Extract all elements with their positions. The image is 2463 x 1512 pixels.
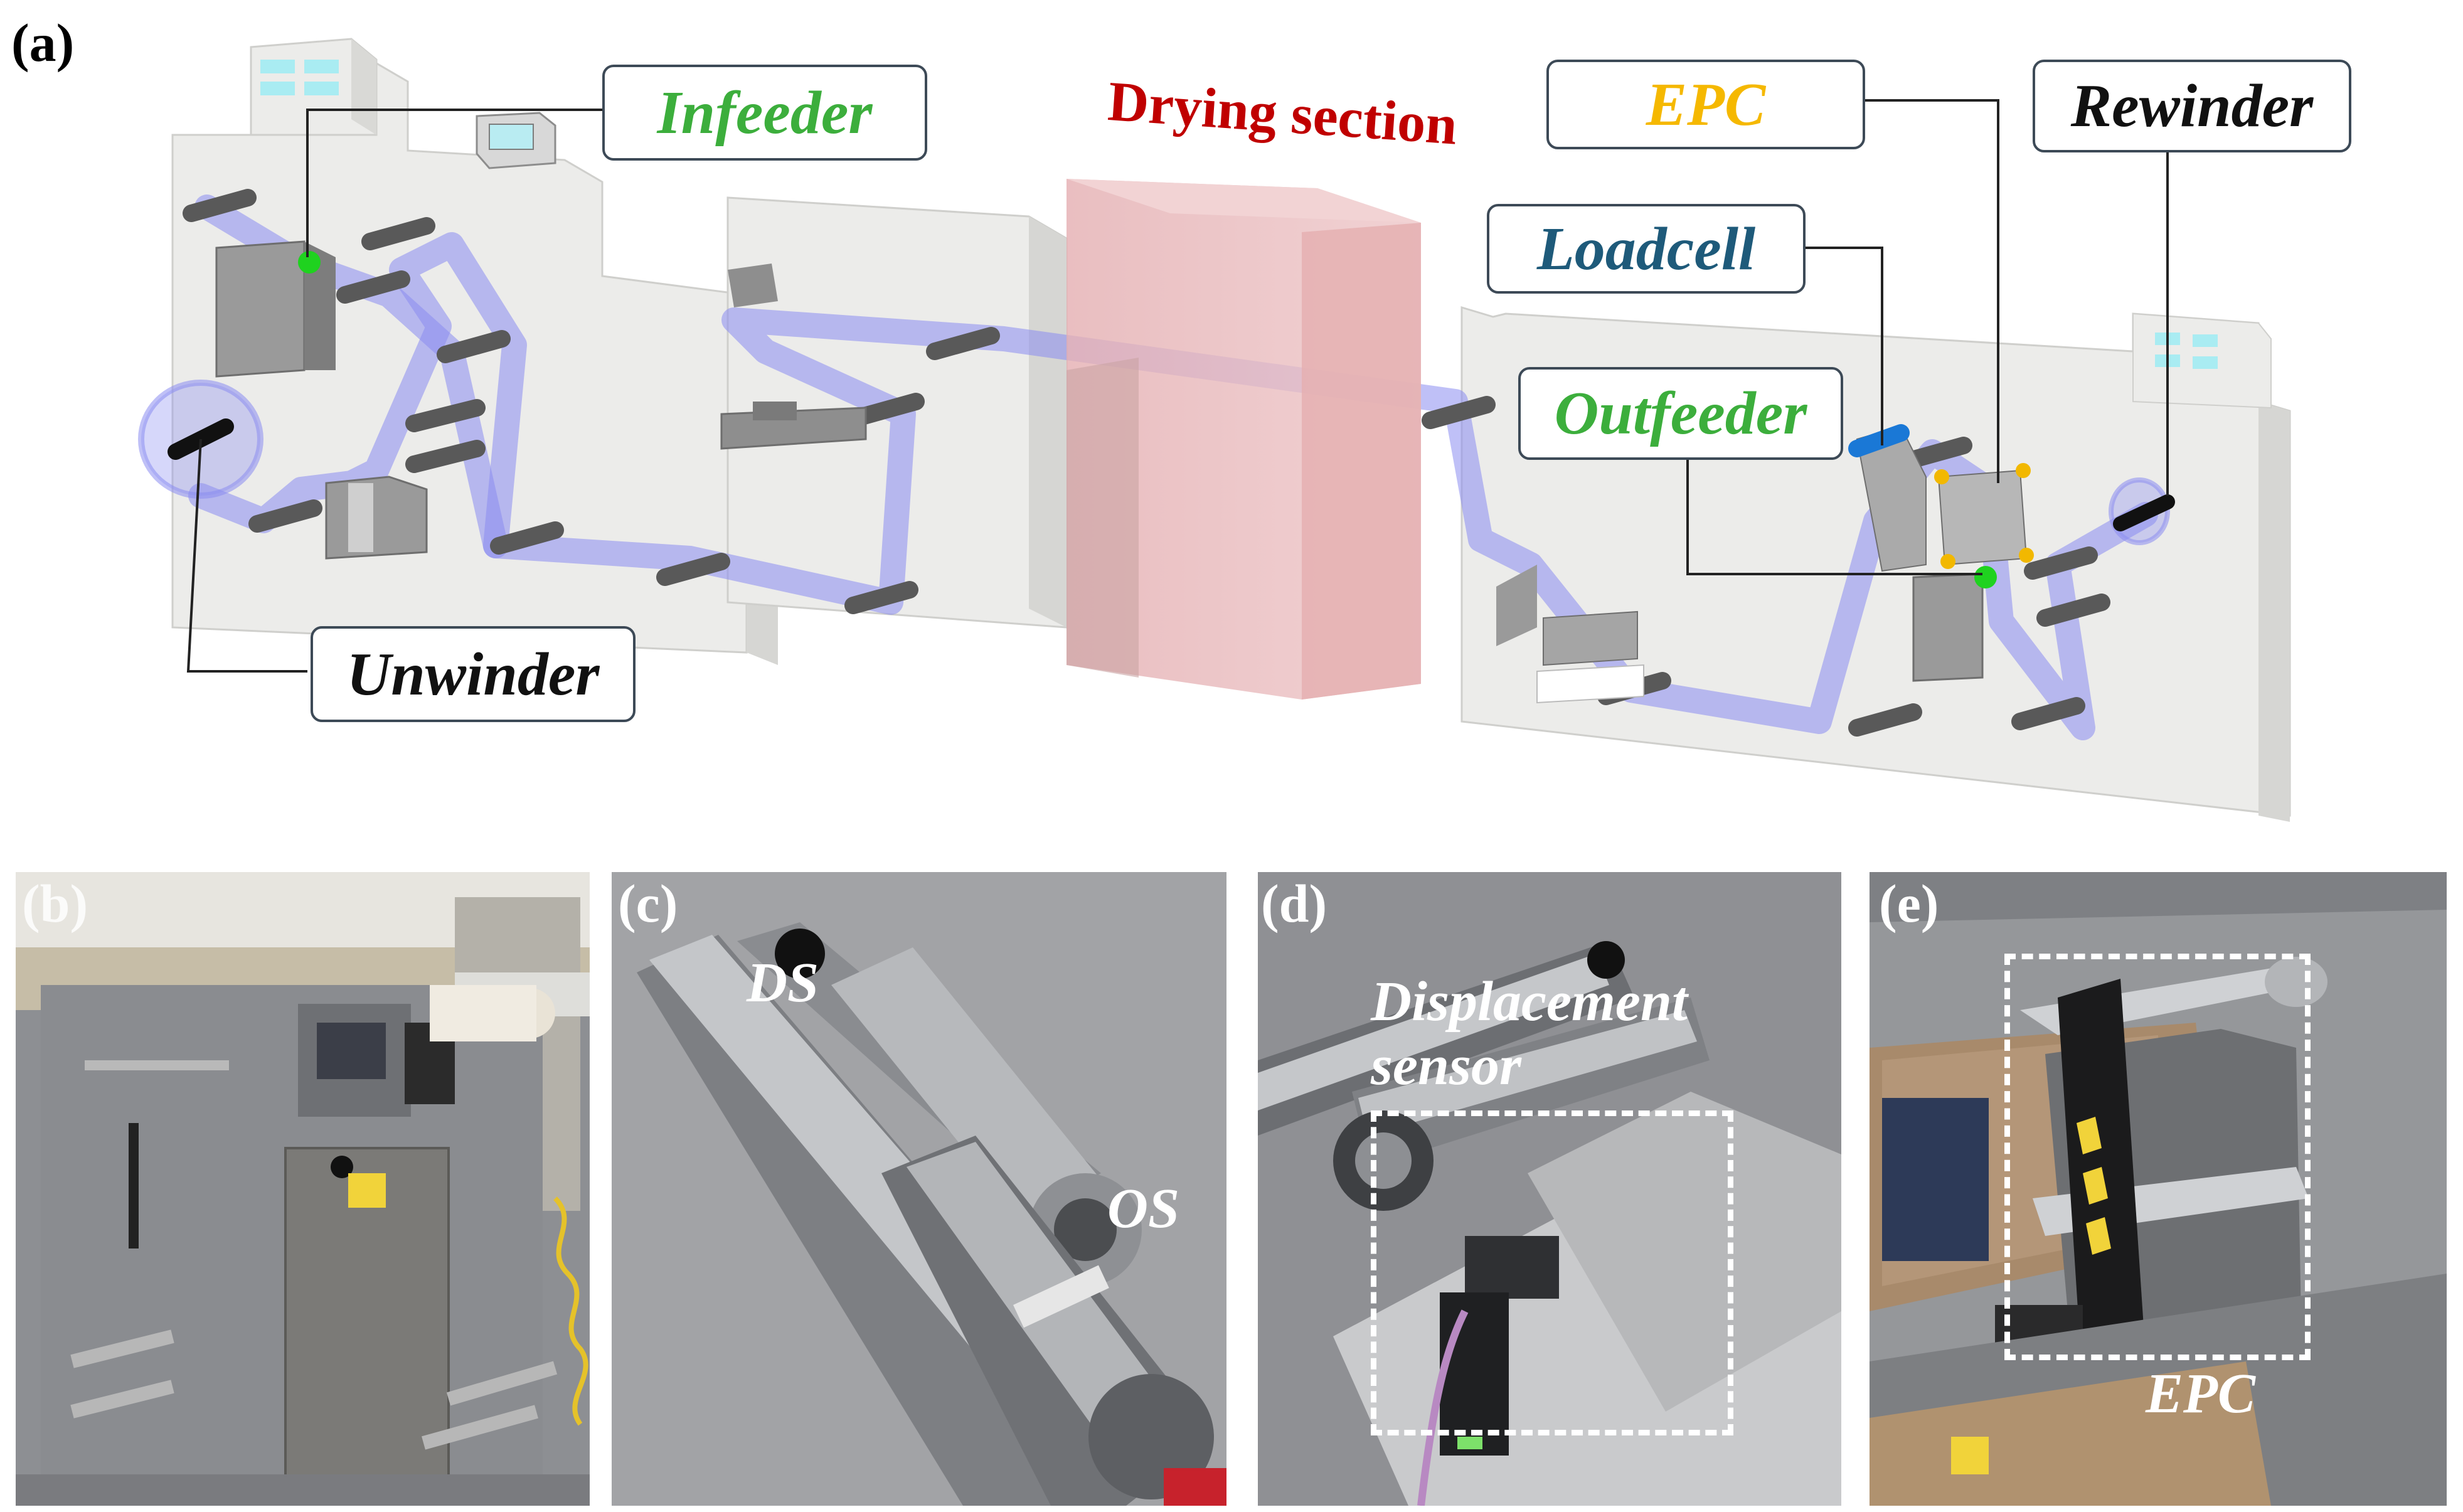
drying-box [1067,179,1421,700]
rollers [183,189,2110,737]
panel-e-letter: (e) [1879,873,1939,934]
leader-lines [186,99,2169,673]
ds-label: DS [747,952,819,1014]
rewinder-shaft [2113,494,2175,531]
roller-photo-illustration [612,872,1226,1506]
panel-a-letter: (a) [11,13,75,73]
displacement-sensor-label-line1: Displacement [1371,971,1688,1033]
displacement-sensor-label-line2: sensor [1371,1035,1522,1097]
infeeder-unit [215,240,336,378]
right-web-handling [1496,424,2034,704]
machine-photo-illustration [16,872,590,1506]
photo-b: (b) [16,872,590,1506]
infeeder-label: Infeeder [657,78,873,147]
epc-photo-illustration [1870,872,2447,1506]
epc-highlight-box [2004,954,2311,1360]
loadcell-label: Loadcell [1536,215,1756,283]
outfeeder-callout: Outfeeder [1518,367,1843,460]
panel-d-letter: (d) [1261,873,1327,934]
sensor-photo-illustration [1258,872,1841,1506]
outfeeder-label: Outfeeder [1554,380,1807,447]
loadcell-callout: Loadcell [1487,204,1806,294]
epc-label: EPC [1646,70,1766,139]
epc-photo-label: EPC [2146,1363,2256,1425]
unwinder-label: Unwinder [346,640,600,708]
control-panel-icon [476,112,556,169]
middle-sensor-unit [720,264,867,450]
photo-e: (e) EPC [1870,872,2447,1506]
panel-b-letter: (b) [22,873,88,934]
sensor-highlight-box [1371,1110,1733,1435]
os-label: OS [1107,1178,1180,1240]
lower-nip-unit [325,476,428,560]
unwinder-callout: Unwinder [311,626,636,722]
rewinder-label: Rewinder [2070,72,2314,140]
photo-d: (d) Displacement sensor [1258,872,1841,1506]
panel-c-letter: (c) [618,873,678,934]
photo-c: (c) DS OS [612,872,1226,1506]
infeeder-callout: Infeeder [602,65,927,161]
rewinder-callout: Rewinder [2033,60,2351,152]
epc-callout: EPC [1546,60,1865,149]
